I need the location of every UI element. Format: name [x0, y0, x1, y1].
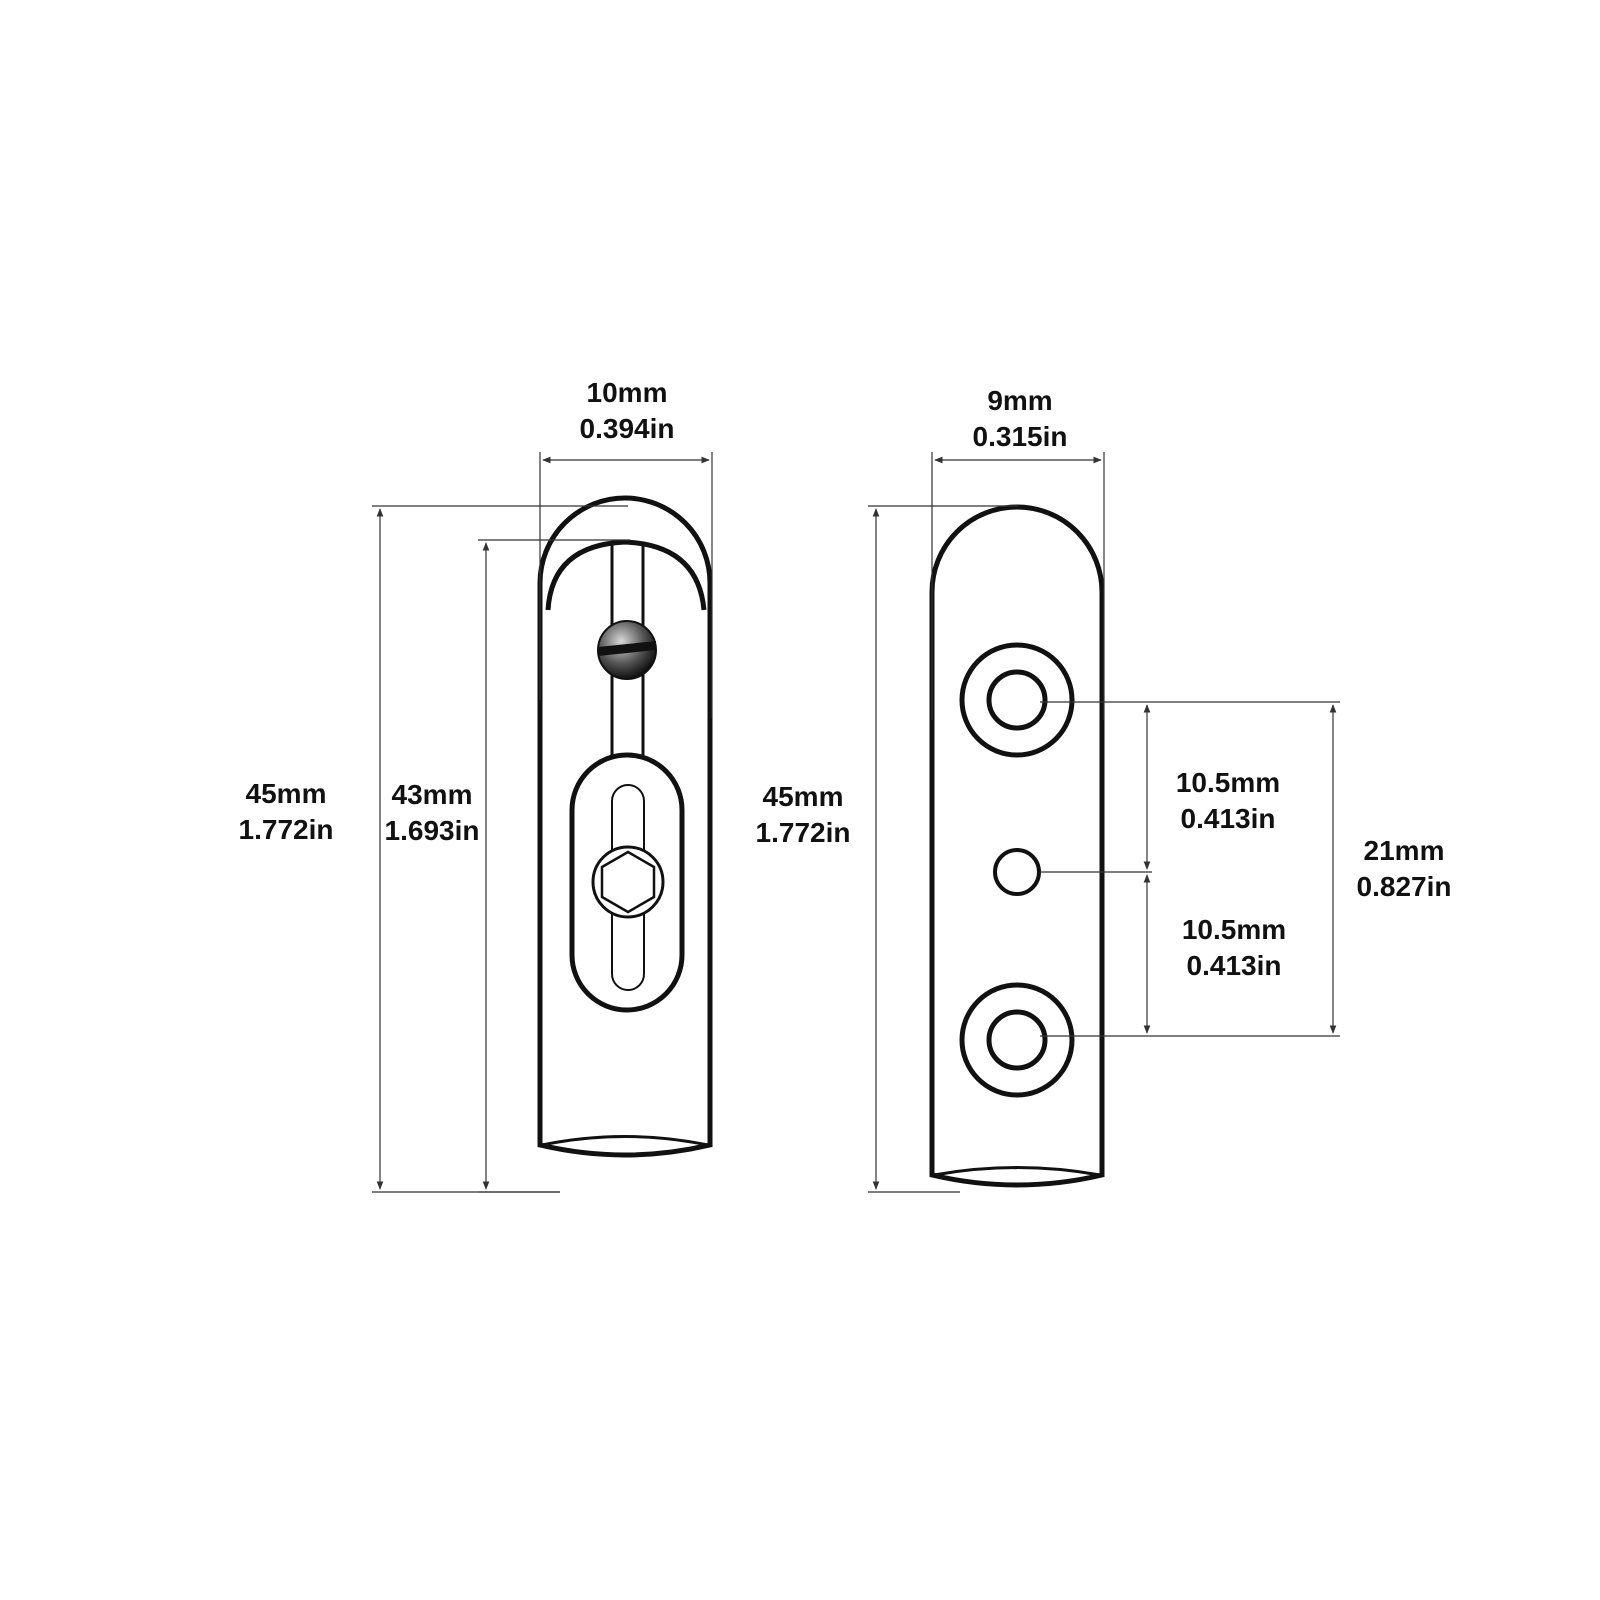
side-bottom-hole-icon [959, 982, 1075, 1098]
side-total-height-in: 1.772in [756, 817, 851, 848]
front-inner-height-mm: 43mm [392, 779, 473, 810]
slotted-screw [597, 620, 657, 680]
lower-spacing-mm: 10.5mm [1182, 914, 1286, 945]
front-total-height-in: 1.772in [239, 814, 334, 845]
front-width-dimension: 10mm 0.394in [539, 377, 713, 718]
side-width-dimension: 9mm 0.315in [931, 385, 1105, 720]
front-inner-height-in: 1.693in [385, 815, 480, 846]
front-view [537, 495, 713, 1158]
front-width-mm: 10mm [587, 377, 668, 408]
front-bottom-edge [541, 1135, 709, 1147]
front-inner-height-dimension: 43mm 1.693in [385, 539, 630, 1193]
side-bottom-edge [933, 1166, 1101, 1177]
side-total-height-dimension: 45mm 1.772in [756, 505, 1018, 1193]
front-width-in: 0.394in [580, 413, 675, 444]
side-width-in: 0.315in [973, 421, 1068, 452]
upper-spacing-in: 0.413in [1181, 803, 1276, 834]
front-inner-hood [545, 539, 707, 611]
side-width-mm: 9mm [987, 385, 1052, 416]
side-hole-spacing-dimensions: 10.5mm 0.413in 10.5mm 0.413in 21mm 0.827… [1040, 701, 1452, 1037]
hole-span-in: 0.827in [1357, 871, 1452, 902]
front-total-height-mm: 45mm [246, 778, 327, 809]
upper-spacing-mm: 10.5mm [1176, 767, 1280, 798]
side-top-hole-icon [959, 642, 1075, 758]
lower-spacing-in: 0.413in [1187, 950, 1282, 981]
hole-span-mm: 21mm [1364, 835, 1445, 866]
screw-slot-icon [598, 641, 656, 656]
side-center-hole-icon [993, 848, 1041, 896]
side-view [929, 504, 1105, 1188]
side-total-height-mm: 45mm [763, 781, 844, 812]
front-total-height-dimension: 45mm 1.772in [239, 505, 628, 1193]
hex-screw-icon [591, 845, 665, 919]
